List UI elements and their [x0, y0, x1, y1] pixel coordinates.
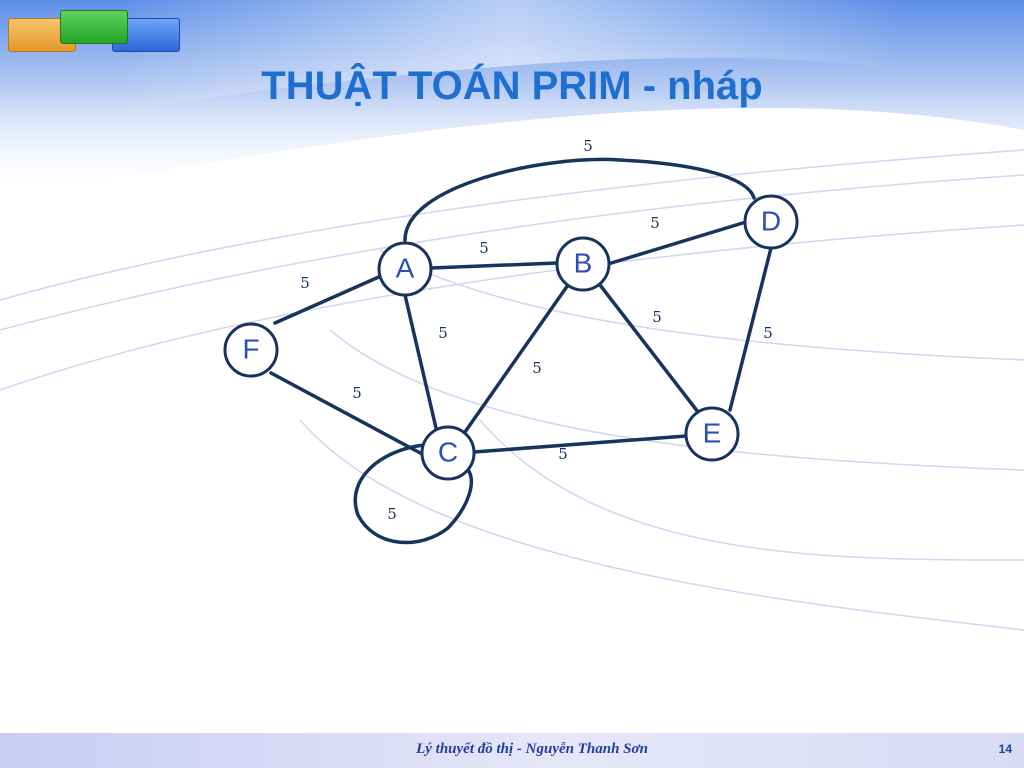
node-circle	[377, 241, 433, 297]
node-a: A	[377, 241, 433, 297]
node-c: C	[420, 425, 476, 481]
swoosh-line	[0, 174, 1024, 331]
edge-weight-a-c: 5	[438, 324, 448, 342]
swoosh-line	[0, 149, 1024, 301]
node-label: E	[703, 417, 722, 448]
page-number: 14	[998, 742, 1012, 756]
edge-weight-f-c: 5	[352, 384, 362, 402]
edge-weight-a-b: 5	[479, 239, 489, 257]
swoosh-line	[479, 419, 1024, 561]
edge-weight-b-d: 5	[650, 214, 660, 232]
edge-c-e	[472, 434, 688, 454]
footer-text: Lý thuyết đồ thị - Nguyễn Thanh Sơn	[416, 741, 648, 757]
edge-b-c	[463, 283, 570, 434]
node-label: D	[761, 205, 781, 236]
node-circle	[420, 425, 476, 481]
node-circle	[684, 406, 740, 462]
footer-bar: Lý thuyết đồ thị - Nguyễn Thanh Sơn 14	[0, 733, 1024, 768]
edge-a-f	[273, 274, 383, 325]
node-label: A	[396, 252, 415, 283]
edge-b-d	[606, 220, 748, 266]
edge-b-e	[598, 283, 700, 414]
edge-d-e	[728, 246, 773, 412]
edge-f-c	[269, 371, 426, 457]
edge-weight-a-f: 5	[300, 274, 310, 292]
swoosh-line	[379, 249, 1024, 361]
edge-c-c	[353, 443, 474, 545]
header-highlight	[120, 0, 900, 110]
node-d: D	[743, 194, 799, 250]
edge-weight-b-e: 5	[652, 308, 662, 326]
edge-a-c	[403, 293, 438, 430]
node-label: B	[574, 247, 593, 278]
edge-weight-c-c: 5	[387, 505, 397, 523]
node-circle	[223, 322, 279, 378]
node-f: F	[223, 322, 279, 378]
node-e: E	[684, 406, 740, 462]
logo-block-green	[60, 10, 128, 44]
swoosh-line	[0, 224, 1024, 391]
edge-weight-a-d: 5	[583, 137, 593, 155]
node-b: B	[555, 236, 611, 292]
swoosh-line	[329, 329, 1024, 471]
edge-a-d	[403, 157, 756, 242]
edge-weight-d-e: 5	[763, 324, 773, 342]
edge-weight-c-e: 5	[558, 445, 568, 463]
node-circle	[743, 194, 799, 250]
node-label: F	[242, 333, 259, 364]
edge-a-b	[429, 261, 559, 270]
node-label: C	[438, 436, 458, 467]
edge-weight-b-c: 5	[532, 359, 542, 377]
node-circle	[555, 236, 611, 292]
slide-title: THUẬT TOÁN PRIM - nháp	[261, 64, 763, 108]
